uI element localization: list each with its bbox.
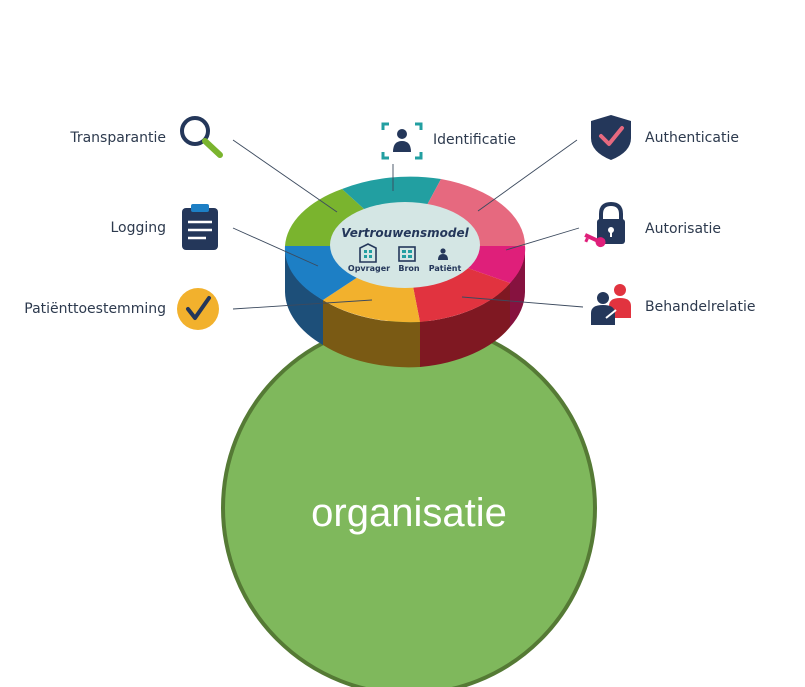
label-identificatie: Identificatie (433, 132, 516, 148)
search-icon (180, 116, 223, 158)
center-ellipse (330, 202, 480, 288)
patient-icon (438, 248, 448, 260)
clipboard-icon (182, 204, 218, 250)
connector-behandelrelatie (461, 296, 584, 308)
connector-logging (232, 227, 319, 267)
connector-lines (232, 139, 584, 310)
label-patienttoestemming: Patiënttoestemming (24, 301, 166, 317)
label-behandelrelatie: Behandelrelatie (645, 299, 756, 315)
check-circle-icon (177, 288, 219, 330)
shield-check-icon (591, 115, 631, 160)
connector-transparantie (232, 139, 338, 213)
lock-key-icon (584, 201, 625, 248)
disk-side (285, 246, 526, 368)
label-authenticatie: Authenticatie (645, 130, 739, 146)
connector-autorisatie (505, 227, 580, 251)
center-patient-label: Patiënt (429, 264, 462, 273)
people-handshake-icon (591, 284, 631, 325)
center-title: Vertrouwensmodel (341, 226, 469, 240)
organisation-label: organisatie (311, 491, 507, 535)
person-scan-icon (381, 122, 423, 160)
building-icon (359, 243, 377, 263)
label-logging: Logging (110, 220, 166, 236)
hospital-icon (398, 246, 416, 262)
label-autorisatie: Autorisatie (645, 221, 722, 237)
label-transparantie: Transparantie (70, 130, 166, 146)
connector-authenticatie (477, 139, 578, 212)
trust-model-disk: Vertrouwensmodel Opvrager Bron Patiënt (284, 176, 526, 368)
center-bron-label: Bron (398, 264, 420, 273)
connector-patienttoestemming (232, 299, 373, 310)
center-opvrager-label: Opvrager (348, 264, 390, 273)
